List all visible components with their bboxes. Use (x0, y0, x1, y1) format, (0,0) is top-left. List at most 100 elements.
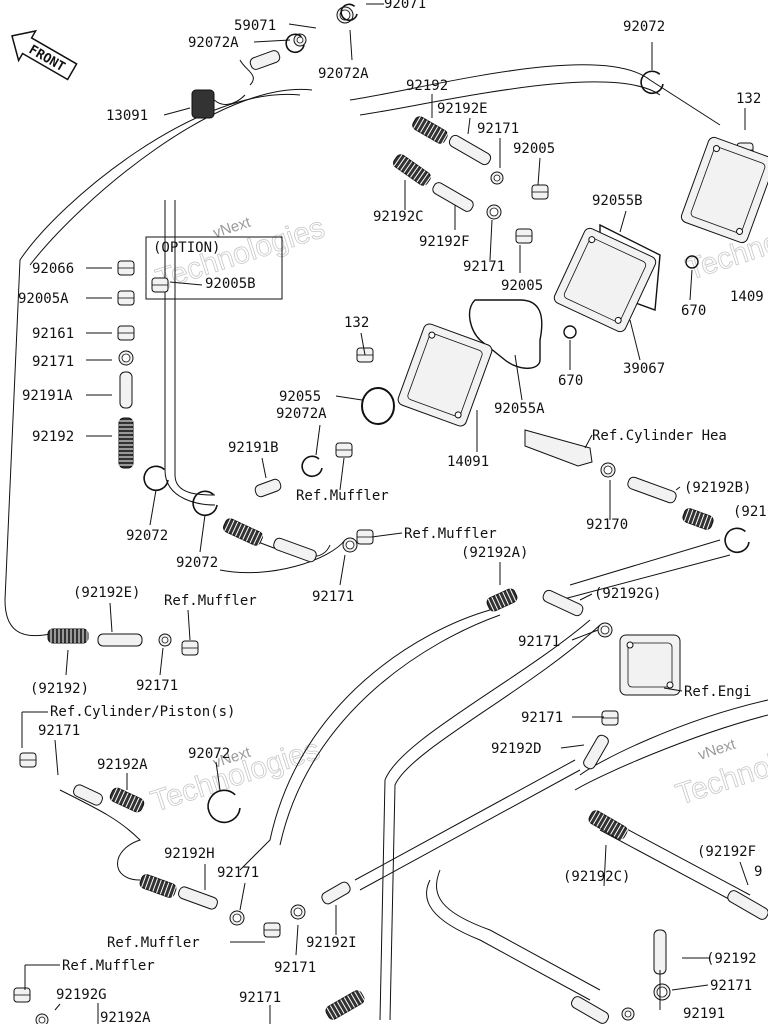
callout-92192: 92192 (406, 78, 448, 94)
spring-sleeve (682, 508, 714, 530)
spring-sleeve (486, 588, 518, 612)
spring-sleeve (118, 417, 134, 469)
leader-line (215, 761, 221, 791)
callout-132: 132 (344, 315, 369, 331)
snap-ring (192, 490, 218, 517)
leader-line (584, 434, 593, 449)
hose-clamp (489, 207, 499, 217)
leader-line (689, 269, 693, 301)
hose-clamp (345, 540, 355, 550)
fitting (13, 987, 31, 1003)
leader-lines (21, 3, 749, 1024)
cylinder-head-cover (680, 136, 768, 244)
hose-tube (583, 734, 609, 770)
fitting (515, 228, 533, 244)
leader-line (371, 532, 403, 538)
leader-line (199, 514, 206, 553)
spring-sleeve (325, 989, 366, 1020)
leader-line (675, 486, 681, 491)
snap-ring (285, 33, 305, 54)
engine-cover (619, 634, 681, 696)
leader-line (315, 424, 321, 456)
o-ring (685, 255, 699, 269)
leader-line (349, 29, 353, 61)
callout-14091: 14091 (447, 454, 489, 470)
svg-text:vNext: vNext (696, 736, 739, 764)
spring-sleeve (47, 628, 89, 644)
spring-sleeve (139, 874, 177, 899)
callout-92171: 92171 (136, 678, 178, 694)
callout-92072: 92072 (176, 555, 218, 571)
hose-tube (727, 890, 768, 920)
ref-muffler-label: Ref.Muffler (62, 958, 155, 974)
ref-muffler-label: Ref.Muffler (296, 488, 389, 504)
callout-92161: 92161 (32, 326, 74, 342)
callout-92191a: 92191A (22, 388, 73, 404)
callout-92191: 92191 (683, 1006, 725, 1022)
o-ring (361, 387, 395, 425)
callout-92192i: 92192I (306, 935, 357, 951)
callout-92192h: 92192H (164, 846, 215, 862)
snap-ring (724, 527, 750, 554)
callout-92170: 92170 (586, 517, 628, 533)
callout-92192g: 92192G (56, 987, 107, 1003)
callout-92005: 92005 (513, 141, 555, 157)
leader-line (261, 457, 267, 479)
leader-line (671, 984, 709, 991)
leader-line (187, 609, 191, 641)
leader-line (169, 281, 203, 286)
hose-clamp (161, 636, 169, 644)
hose-tube (119, 371, 133, 409)
leader-line (159, 647, 164, 676)
callout-92192e: 92192E (437, 101, 488, 117)
spring-sleeve (412, 116, 449, 145)
callout-921: (921 (733, 504, 767, 520)
leader-line (514, 354, 523, 401)
callout-9: 9 (754, 864, 762, 880)
leader-line (619, 210, 627, 233)
spring-sleeve (393, 154, 432, 187)
hose-routing (4, 59, 768, 1021)
leader-line (288, 23, 317, 29)
spring-sleeve (109, 787, 145, 813)
callout-92171: 92171 (239, 990, 281, 1006)
leader-line (560, 744, 585, 749)
callout-92171: 92171 (32, 354, 74, 370)
ref-cylinder-head-label: Ref.Cylinder Hea (592, 428, 727, 444)
hose-clamp (232, 913, 242, 923)
o-ring (563, 325, 577, 339)
callout-59071: 59071 (234, 18, 276, 34)
leader-line (239, 882, 246, 911)
leader-line (603, 844, 607, 887)
callout-92072: 92072 (188, 746, 230, 762)
fitting (151, 277, 169, 293)
water-cover (397, 323, 493, 427)
cap (117, 260, 135, 276)
fitting (356, 529, 374, 545)
ref-cylinder-piston-label: Ref.Cylinder/Piston(s) (50, 704, 235, 720)
snap-ring (301, 455, 323, 478)
snap-ring (207, 789, 241, 824)
leader-line (489, 219, 493, 261)
hose-tube (321, 881, 351, 905)
callout-92171: 92171 (710, 978, 752, 994)
leader-line (537, 157, 541, 186)
hose-tube (627, 476, 677, 504)
callout-92192d: 92192D (491, 741, 542, 757)
callout-92171: 92171 (521, 710, 563, 726)
callout-92055: 92055 (279, 389, 321, 405)
leader-line (663, 687, 683, 692)
callout-92192a: (92192A) (461, 545, 528, 561)
callout-132: 132 (736, 91, 761, 107)
snap-ring (640, 70, 664, 95)
hose-tube (97, 633, 143, 647)
hose-tube (653, 929, 667, 975)
callout-92192: (92192 (706, 951, 757, 967)
callout-92072a: 92072A (188, 35, 239, 51)
option-box-label: (OPTION) (153, 240, 220, 256)
callout-39067: 39067 (623, 361, 665, 377)
callout-92072a: 92072A (318, 66, 369, 82)
callout-92171: 92171 (463, 259, 505, 275)
front-arrow: FRONT (11, 29, 78, 81)
